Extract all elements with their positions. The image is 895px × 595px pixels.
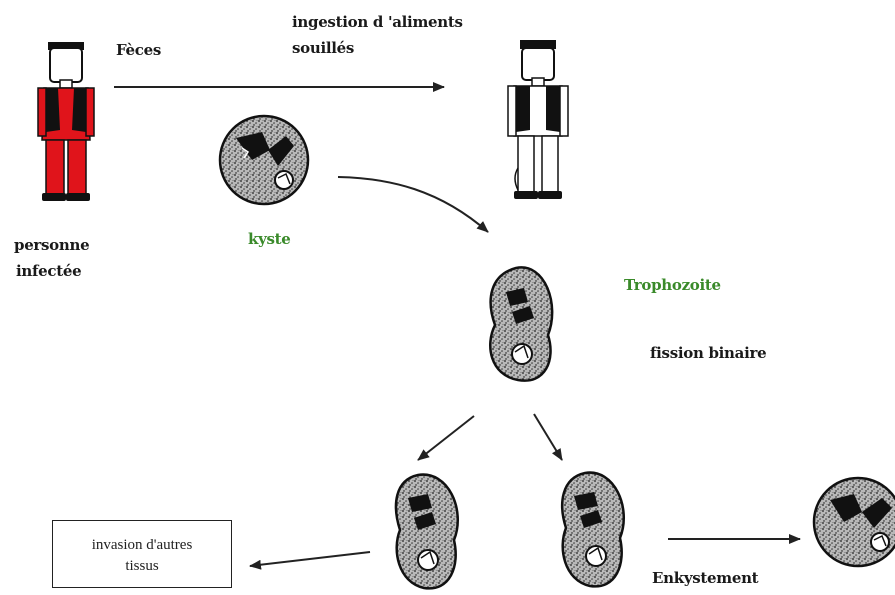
tissue-invasion-line1: invasion d'autres — [91, 537, 193, 553]
feces-label: Fèces — [116, 41, 161, 59]
tissue-invasion-line2: tissus — [125, 558, 159, 574]
daughter-trophozoite-left — [394, 473, 459, 590]
healthy-person-figure — [507, 40, 569, 199]
infected-person-label-line1: personne — [14, 236, 90, 254]
cyst-label: kyste — [248, 230, 291, 248]
ingestion-label-line1: ingestion d 'aliments — [292, 13, 463, 31]
arrow-fission-left — [417, 415, 475, 461]
binary-fission-label: fission binaire — [650, 344, 767, 362]
infected-person-figure — [37, 42, 95, 201]
infected-person-label-line2: infectée — [16, 262, 82, 280]
arrow-to-invasion — [249, 551, 371, 570]
encystment-label: Enkystement — [652, 569, 759, 587]
cyst-illustration — [218, 114, 310, 206]
trophozoite-label: Trophozoite — [624, 276, 721, 294]
tissue-invasion-box: invasion d'autres tissus — [52, 520, 232, 588]
arrow-cyst-to-trophozoite — [337, 176, 489, 233]
encysted-form-illustration — [812, 476, 895, 568]
trophozoite-illustration — [489, 266, 554, 382]
arrow-fission-right — [533, 413, 563, 461]
daughter-trophozoite-right — [561, 471, 625, 588]
ingestion-label-line2: souillés — [292, 39, 355, 57]
